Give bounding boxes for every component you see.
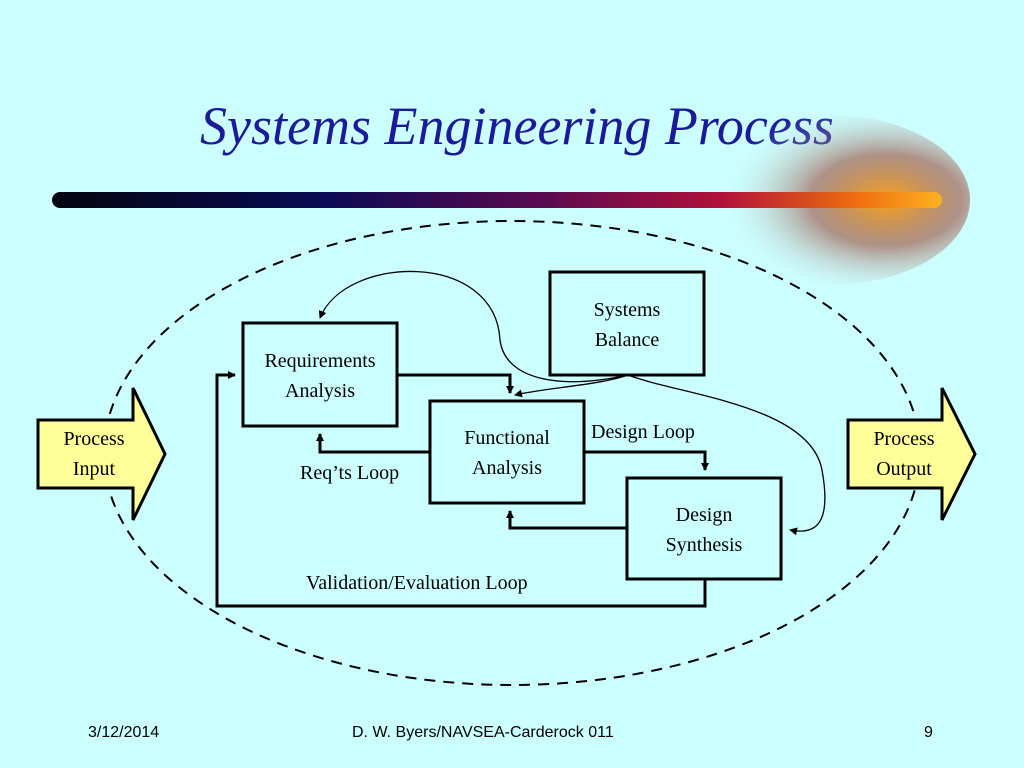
design-loop-label: Design Loop — [591, 421, 695, 443]
validation-loop-label: Validation/Evaluation Loop — [306, 572, 528, 594]
systems-balance-box — [548, 270, 706, 377]
process-input-arrow — [36, 387, 167, 521]
title-swoosh — [52, 115, 970, 285]
footer-date: 3/12/2014 — [88, 724, 160, 741]
balance-to-design-curve — [627, 374, 826, 536]
balance-to-functional-curve — [514, 374, 629, 398]
footer-page-number: 9 — [924, 724, 933, 741]
balance-to-requirements-curve — [318, 270, 629, 383]
footer-author: D. W. Byers/NAVSEA-Carderock 011 — [352, 724, 614, 741]
req-to-functional-connector — [397, 373, 514, 394]
reqts-loop-connector — [316, 433, 430, 454]
design-to-functional-connector — [506, 510, 627, 530]
validation-loop-connector — [215, 371, 707, 608]
process-output-arrow — [846, 387, 977, 521]
reqts-loop-label: Req’ts Loop — [300, 462, 400, 484]
design-loop-connector — [584, 450, 709, 471]
